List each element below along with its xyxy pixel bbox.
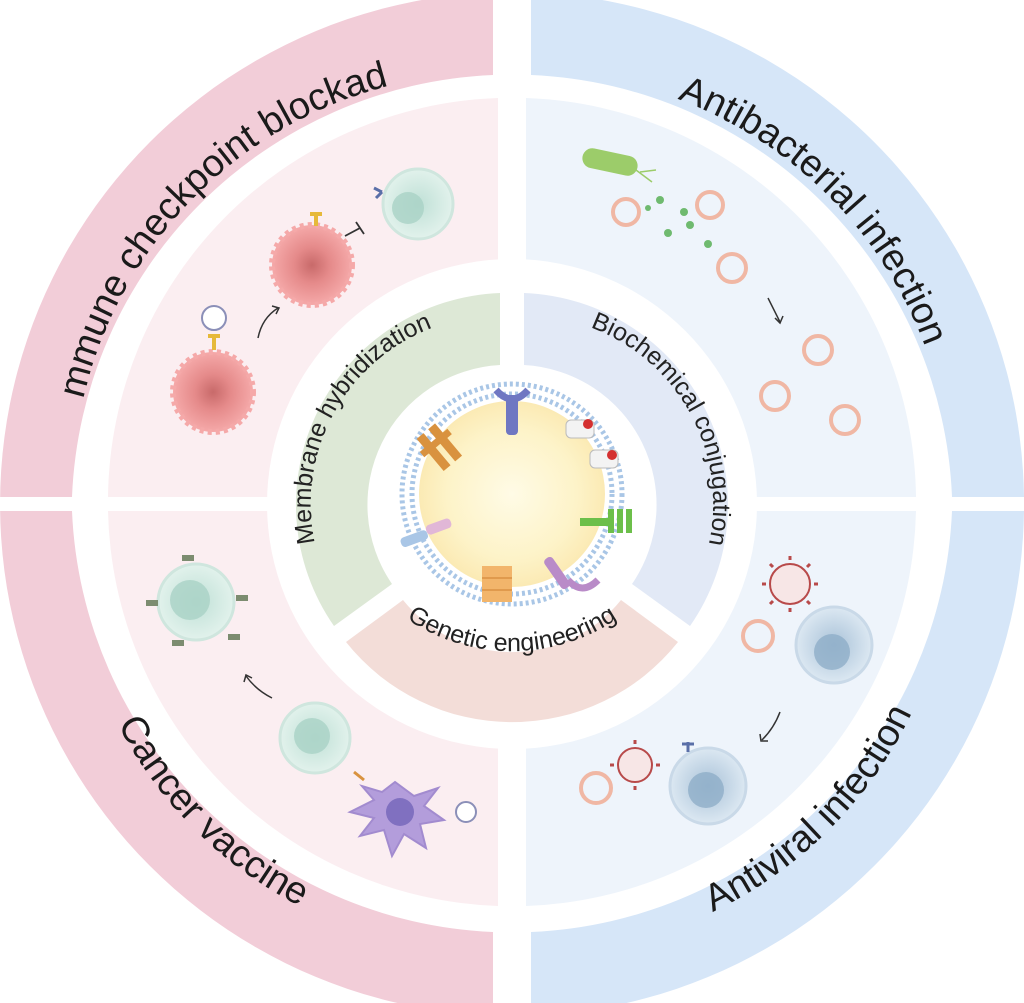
- receptor-purple: [493, 387, 531, 435]
- arrow-up-left: [245, 675, 273, 699]
- arrow-up-right: [257, 307, 279, 339]
- receptor-orange: [416, 423, 463, 472]
- band-biochemical-conjugation: [524, 293, 729, 626]
- bacteria-vesicle-icon: [582, 148, 861, 436]
- band-membrane-hybridization: [295, 293, 500, 626]
- band-genetic-engineering: [346, 600, 678, 723]
- receptor-green: [580, 509, 632, 533]
- receptor-red-capsule: [565, 419, 619, 469]
- virus-upper: [769, 563, 811, 605]
- cell-membrane-vesicle-icon: [394, 376, 632, 612]
- arrow-down-right: [767, 297, 781, 323]
- checkpoint-ligand: [208, 334, 220, 350]
- bacterium: [582, 148, 638, 176]
- receptor-peach: [482, 566, 512, 602]
- arrow-down-left: [761, 711, 781, 741]
- dendritic-cell-tcell-icon: [146, 555, 477, 859]
- receptor-lilac: [544, 556, 601, 592]
- tumor-cell-checkpoint-icon: [170, 167, 455, 435]
- small-vesicle: [201, 305, 227, 331]
- virus-lower: [617, 747, 653, 783]
- checkpoint-ligand-upper: [310, 212, 322, 226]
- tumor-cell-lower: [170, 349, 256, 435]
- tumor-cell-upper: [269, 222, 355, 308]
- inhibit-line: [344, 221, 365, 237]
- receptor-pink-blue: [400, 518, 452, 547]
- virus-host-cell-icon: [579, 556, 874, 826]
- method-band: [295, 293, 729, 723]
